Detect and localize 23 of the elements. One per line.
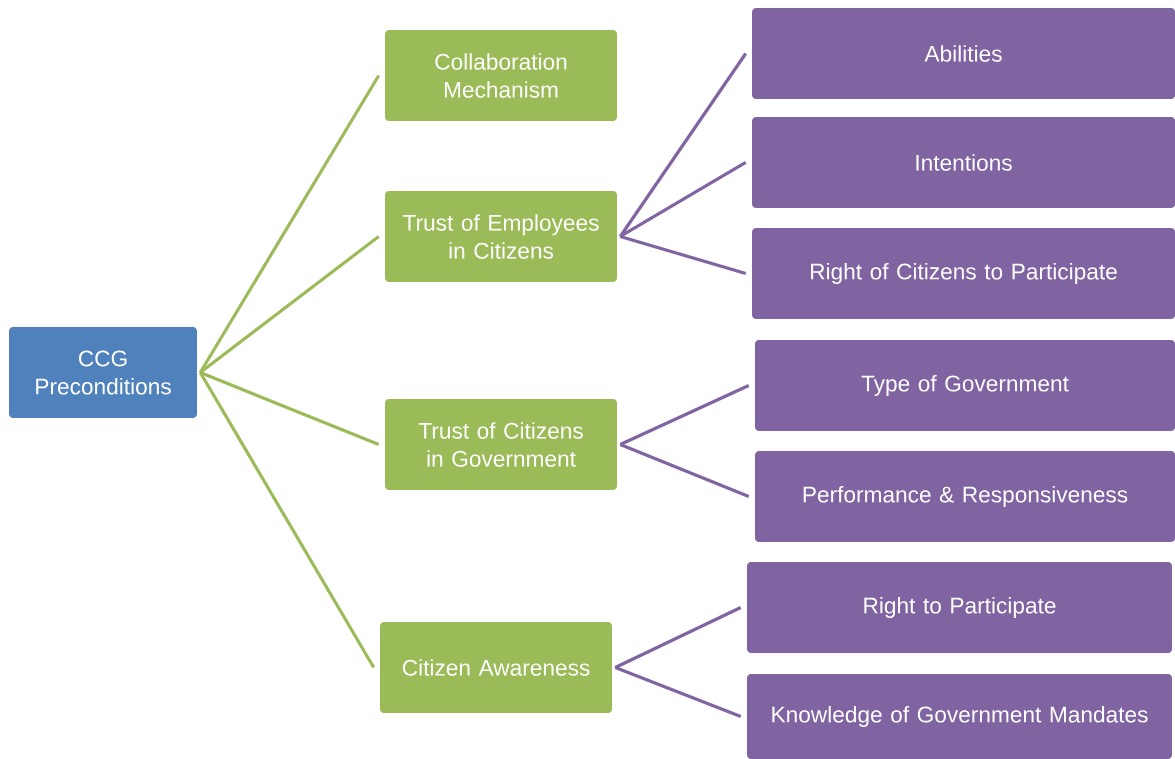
process-box: CCG Preconditions: [9, 327, 197, 418]
connector-line: [619, 161, 747, 238]
process-box: Citizen Awareness: [380, 622, 612, 713]
process-box: Trust of Citizens in Government: [385, 399, 617, 490]
process-box: Type of Government: [755, 340, 1175, 431]
process-box: Trust of Employees in Citizens: [385, 191, 617, 282]
connector-line: [198, 74, 381, 374]
connector-line: [619, 443, 750, 498]
connector-line: [199, 235, 380, 374]
connector-line: [614, 666, 742, 718]
process-box: Collaboration Mechanism: [385, 30, 617, 121]
process-box: Intentions: [752, 117, 1175, 208]
connector-line: [619, 234, 747, 276]
process-box: Knowledge of Government Mandates: [747, 674, 1172, 759]
process-box: Performance & Responsiveness: [755, 451, 1175, 542]
process-box: Abilities: [752, 8, 1175, 99]
connector-line: [619, 384, 750, 446]
process-box: Right to Participate: [747, 562, 1172, 653]
connector-line: [199, 371, 380, 446]
connector-line: [614, 606, 742, 669]
process-box: Right of Citizens to Participate: [752, 228, 1175, 319]
connector-line: [198, 371, 376, 669]
connector-line: [618, 52, 748, 238]
